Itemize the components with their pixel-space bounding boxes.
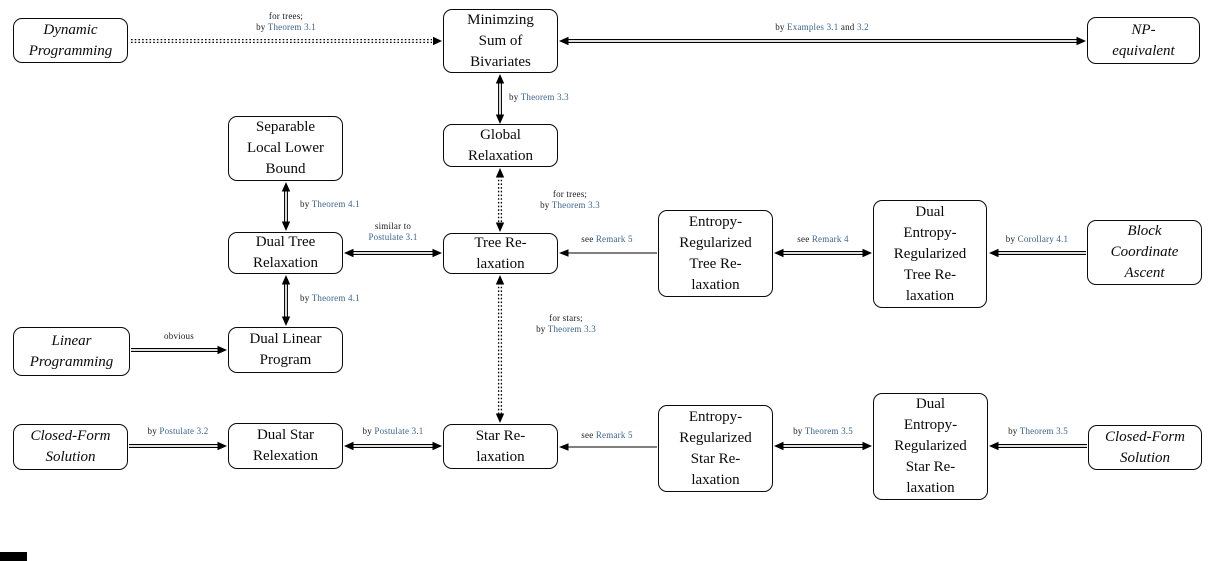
node-tree-relaxation-label: Tree Re- laxation	[474, 234, 527, 272]
arrow-min-global	[495, 74, 505, 124]
arrow-dp-to-min	[131, 36, 442, 46]
node-closed-form-left-label: Closed-Form Solution	[30, 428, 111, 465]
node-tree-relaxation: Tree Re- laxation	[443, 233, 558, 274]
node-minimizing-label: Minimzing Sum of Bivariates	[467, 11, 534, 70]
arrow-dualtree-duallinear	[281, 275, 291, 326]
node-minimizing-sum-of-bivariates: Minimzing Sum of Bivariates	[443, 9, 558, 73]
edge-label-tree-star: for stars; by Theorem 3.3	[536, 313, 596, 334]
node-dual-entropy-star-label: Dual Entropy- Regularized Star Re- laxat…	[894, 396, 967, 496]
node-star-relaxation-label: Star Re- laxation	[475, 427, 526, 465]
edge-label-min-global: by Theorem 3.3	[509, 92, 569, 102]
node-dual-tree-label: Dual Tree Relaxation	[253, 234, 318, 271]
node-dual-star-relexation: Dual Star Relexation	[228, 423, 343, 469]
node-block-coordinate-label: Block Coordinate Ascent	[1110, 223, 1179, 281]
node-np-equivalent-label: NP- equivalent	[1112, 21, 1175, 59]
edge-label-global-tree: for trees; by Theorem 3.3	[540, 189, 600, 210]
arrow-entstar-star	[559, 443, 657, 451]
node-dual-linear-program: Dual Linear Program	[228, 327, 343, 373]
edge-label-cf-dualentstar: by Theorem 3.5	[1008, 426, 1068, 436]
arrow-dualstar-star	[344, 441, 442, 451]
arrow-tree-star	[495, 275, 505, 423]
arrow-bca-dualenttree	[989, 248, 1086, 258]
node-entropy-regularized-star-relaxation: Entropy- Regularized Star Re- laxation	[658, 405, 773, 492]
node-entropy-star-label: Entropy- Regularized Star Re- laxation	[679, 408, 752, 488]
node-dual-entropy-tree-label: Dual Entropy- Regularized Tree Re- laxat…	[893, 203, 967, 304]
bottom-left-dark-strip	[0, 552, 27, 561]
edge-label-cf-dualstar: by Postulate 3.2	[147, 426, 209, 436]
arrow-min-np	[559, 36, 1086, 46]
node-dynamic-programming: Dynamic Programming	[13, 18, 128, 63]
arrow-entstar-dualentstar	[774, 441, 872, 451]
node-linear-programming: Linear Programming	[13, 327, 130, 376]
node-block-coordinate-ascent: Block Coordinate Ascent	[1087, 220, 1202, 285]
arrow-dualtree-tree	[344, 248, 442, 258]
node-separable-local-lower-bound: Separable Local Lower Bound	[228, 116, 343, 181]
arrow-lp-duallinear	[131, 345, 227, 355]
node-dual-star-label: Dual Star Relexation	[253, 427, 318, 464]
node-entropy-tree-label: Entropy- Regularized Tree Re- laxation	[679, 213, 752, 293]
node-separable-label: Separable Local Lower Bound	[246, 119, 325, 177]
edge-label-dualtree-tree: similar to Postulate 3.1	[368, 221, 418, 242]
node-dual-tree-relaxation: Dual Tree Relaxation	[228, 232, 343, 274]
node-dual-entropy-regularized-star-relaxation: Dual Entropy- Regularized Star Re- laxat…	[873, 393, 988, 500]
node-np-equivalent: NP- equivalent	[1087, 17, 1200, 64]
node-closed-form-solution-right: Closed-Form Solution	[1088, 425, 1202, 470]
edge-label-dualtree-duallinear: by Theorem 4.1	[300, 293, 360, 303]
node-linear-programming-label: Linear Programming	[29, 332, 114, 370]
node-dual-linear-label: Dual Linear Program	[249, 331, 322, 368]
node-dynamic-programming-label: Dynamic Programming	[28, 21, 113, 59]
edge-label-dualstar-star: by Postulate 3.1	[362, 426, 424, 436]
edge-label-enttree-tree: see Remark 5	[581, 234, 633, 244]
edge-label-entstar-dualentstar: by Theorem 3.5	[793, 426, 853, 436]
node-closed-form-solution-left: Closed-Form Solution	[13, 424, 128, 470]
edge-label-bca-dualenttree: by Corollary 4.1	[1005, 234, 1069, 244]
arrow-cf-dualentstar	[989, 441, 1087, 451]
edge-label-dp-min: for trees; by Theorem 3.1	[256, 11, 316, 32]
node-global-relaxation-label: Global Relaxation	[468, 126, 533, 164]
arrow-global-tree	[495, 168, 505, 232]
node-star-relaxation: Star Re- laxation	[443, 424, 558, 469]
node-closed-form-right-label: Closed-Form Solution	[1105, 428, 1185, 466]
node-global-relaxation: Global Relaxation	[443, 124, 558, 167]
edge-label-entstar-star: see Remark 5	[581, 430, 633, 440]
edge-label-lp-duallinear: obvious	[164, 331, 194, 341]
arrow-cf-dualstar	[129, 441, 227, 451]
edge-label-min-np: by Examples 3.1 and 3.2	[775, 22, 869, 32]
arrow-enttree-dualenttree	[774, 248, 872, 258]
arrow-separable-dualtree	[281, 182, 291, 231]
node-entropy-regularized-tree-relaxation: Entropy- Regularized Tree Re- laxation	[658, 210, 773, 297]
arrow-enttree-tree	[559, 249, 657, 257]
node-dual-entropy-regularized-tree-relaxation: Dual Entropy- Regularized Tree Re- laxat…	[873, 200, 987, 308]
edge-label-enttree-dualenttree: see Remark 4	[797, 234, 849, 244]
edge-label-sep-dualtree: by Theorem 4.1	[300, 199, 360, 209]
